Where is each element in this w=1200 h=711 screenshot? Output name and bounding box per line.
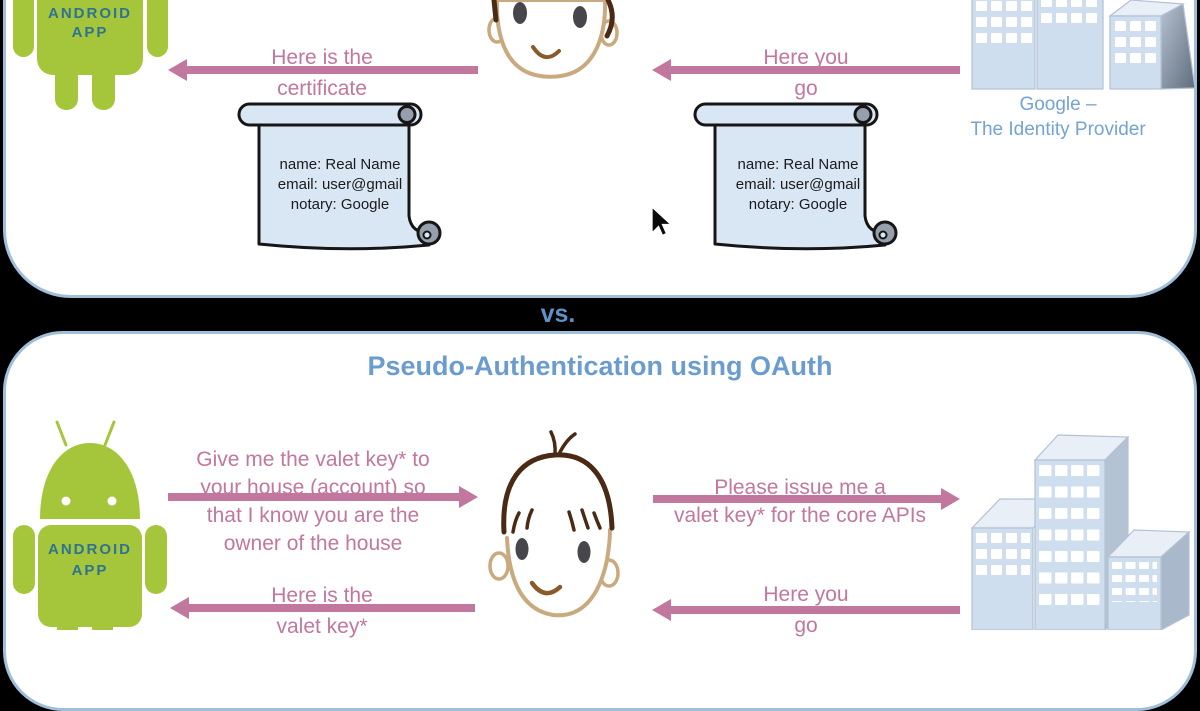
message-line: owner of the house — [223, 532, 403, 555]
provider-label-line1: Google – — [1019, 94, 1097, 115]
buildings-icon — [970, 434, 1191, 630]
user-face-icon — [488, 430, 620, 618]
android-app-label: APP — [71, 24, 109, 41]
message-valet-key: valet key* — [276, 615, 368, 638]
message-line: your house (account) so — [200, 476, 426, 499]
certificate-scroll-icon — [237, 102, 442, 251]
arrowhead-left-icon — [652, 58, 671, 81]
message-line: that I know you are the — [206, 504, 420, 527]
vs-label: vs. — [540, 300, 576, 328]
mouse-cursor-icon — [651, 205, 673, 237]
message-valet-request: Give me the valet key* to your house (ac… — [163, 446, 463, 558]
certificate-name-line: name: Real Name — [737, 156, 859, 173]
message-go: go — [794, 77, 818, 100]
user-face-icon — [487, 0, 619, 79]
arrowhead-left-icon — [168, 58, 187, 81]
arrowhead-right-icon — [941, 487, 960, 510]
panel-title: Pseudo-Authentication using OAuth — [367, 351, 833, 381]
certificate-notary-line: notary: Google — [748, 196, 848, 213]
provider-label-line2: The Identity Provider — [970, 119, 1146, 140]
message-here-is-the: Here is the — [271, 46, 373, 69]
arrowhead-left-icon — [170, 596, 189, 619]
message-certificate: certificate — [277, 77, 367, 100]
android-robot-icon — [13, 0, 168, 110]
certificate-email-line: email: user@gmail — [735, 176, 861, 193]
certificate-scroll-icon — [693, 102, 898, 251]
arrowhead-right-icon — [459, 485, 478, 508]
message-line: Please issue me a — [714, 476, 886, 499]
message-here-is-the: Here is the — [271, 584, 373, 607]
certificate-contents: name: Real Name email: user@gmail notary… — [713, 155, 883, 215]
android-app-label: ANDROID — [48, 5, 132, 22]
certificate-contents: name: Real Name email: user@gmail notary… — [255, 155, 425, 215]
message-here-you: Here you — [763, 46, 849, 69]
arrow-right-valet-request — [168, 485, 478, 508]
certificate-email-line: email: user@gmail — [277, 176, 403, 193]
buildings-icon — [971, 0, 1196, 90]
android-robot-icon — [13, 420, 167, 630]
arrow-left-here-you-go — [652, 598, 960, 621]
message-line: valet key* for the core APIs — [673, 504, 927, 527]
arrow-left-here-you-go — [652, 58, 960, 81]
message-here-you: Here you — [763, 583, 849, 606]
arrow-right-issue-request — [653, 487, 960, 510]
android-app-label: APP — [71, 562, 109, 579]
message-go: go — [794, 614, 818, 637]
arrowhead-left-icon — [652, 598, 671, 621]
arrow-left-certificate — [168, 58, 478, 81]
slide-background: { "colors": { "background": "#000000", "… — [3, 0, 1197, 711]
android-app-label: ANDROID — [48, 541, 132, 558]
certificate-name-line: name: Real Name — [279, 156, 401, 173]
arrow-left-valet-key — [170, 596, 475, 619]
message-issue-request: Please issue me a valet key* for the cor… — [650, 474, 950, 530]
message-line: Give me the valet key* to — [196, 448, 430, 471]
certificate-notary-line: notary: Google — [290, 196, 390, 213]
